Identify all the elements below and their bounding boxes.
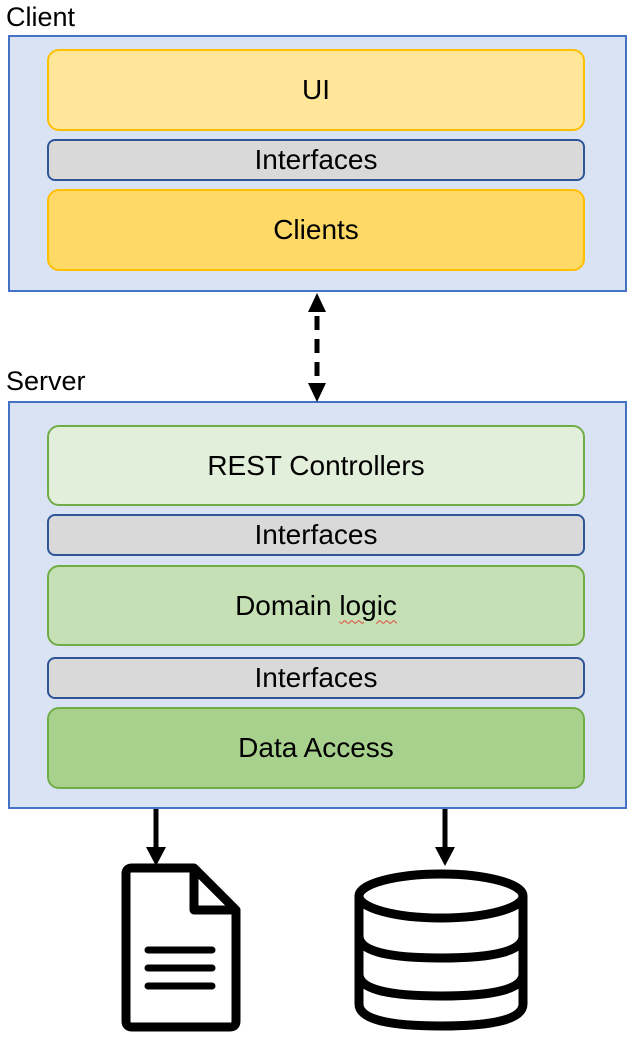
data-access-layer: Data Access: [47, 707, 585, 789]
server-interfaces-layer-2: Interfaces: [47, 657, 585, 699]
domain-logic-label: Domain logic: [235, 590, 397, 622]
down-arrow-icon: [146, 809, 166, 866]
domain-word: Domain: [235, 589, 332, 621]
server-interfaces-label-1: Interfaces: [254, 519, 378, 550]
ui-layer-label: UI: [302, 74, 330, 105]
client-interfaces-label: Interfaces: [254, 144, 378, 175]
down-arrow-icon: [435, 809, 455, 866]
domain-logic-layer: Domain logic: [47, 565, 585, 646]
data-access-label: Data Access: [238, 732, 394, 763]
client-title: Client: [6, 2, 76, 32]
ui-layer: UI: [47, 49, 585, 131]
server-title: Server: [6, 366, 86, 396]
clients-layer: Clients: [47, 189, 585, 271]
client-interfaces-layer: Interfaces: [47, 139, 585, 181]
server-interfaces-label-2: Interfaces: [254, 662, 378, 693]
bidirectional-dashed-arrow-icon: [308, 293, 326, 402]
rest-controllers-label: REST Controllers: [207, 449, 425, 481]
server-interfaces-layer-1: Interfaces: [47, 514, 585, 556]
logic-word: logic: [339, 589, 397, 621]
database-icon: [354, 869, 528, 1031]
document-icon: [121, 863, 241, 1032]
rest-controllers-layer: REST Controllers: [47, 425, 585, 506]
clients-layer-label: Clients: [273, 214, 359, 245]
